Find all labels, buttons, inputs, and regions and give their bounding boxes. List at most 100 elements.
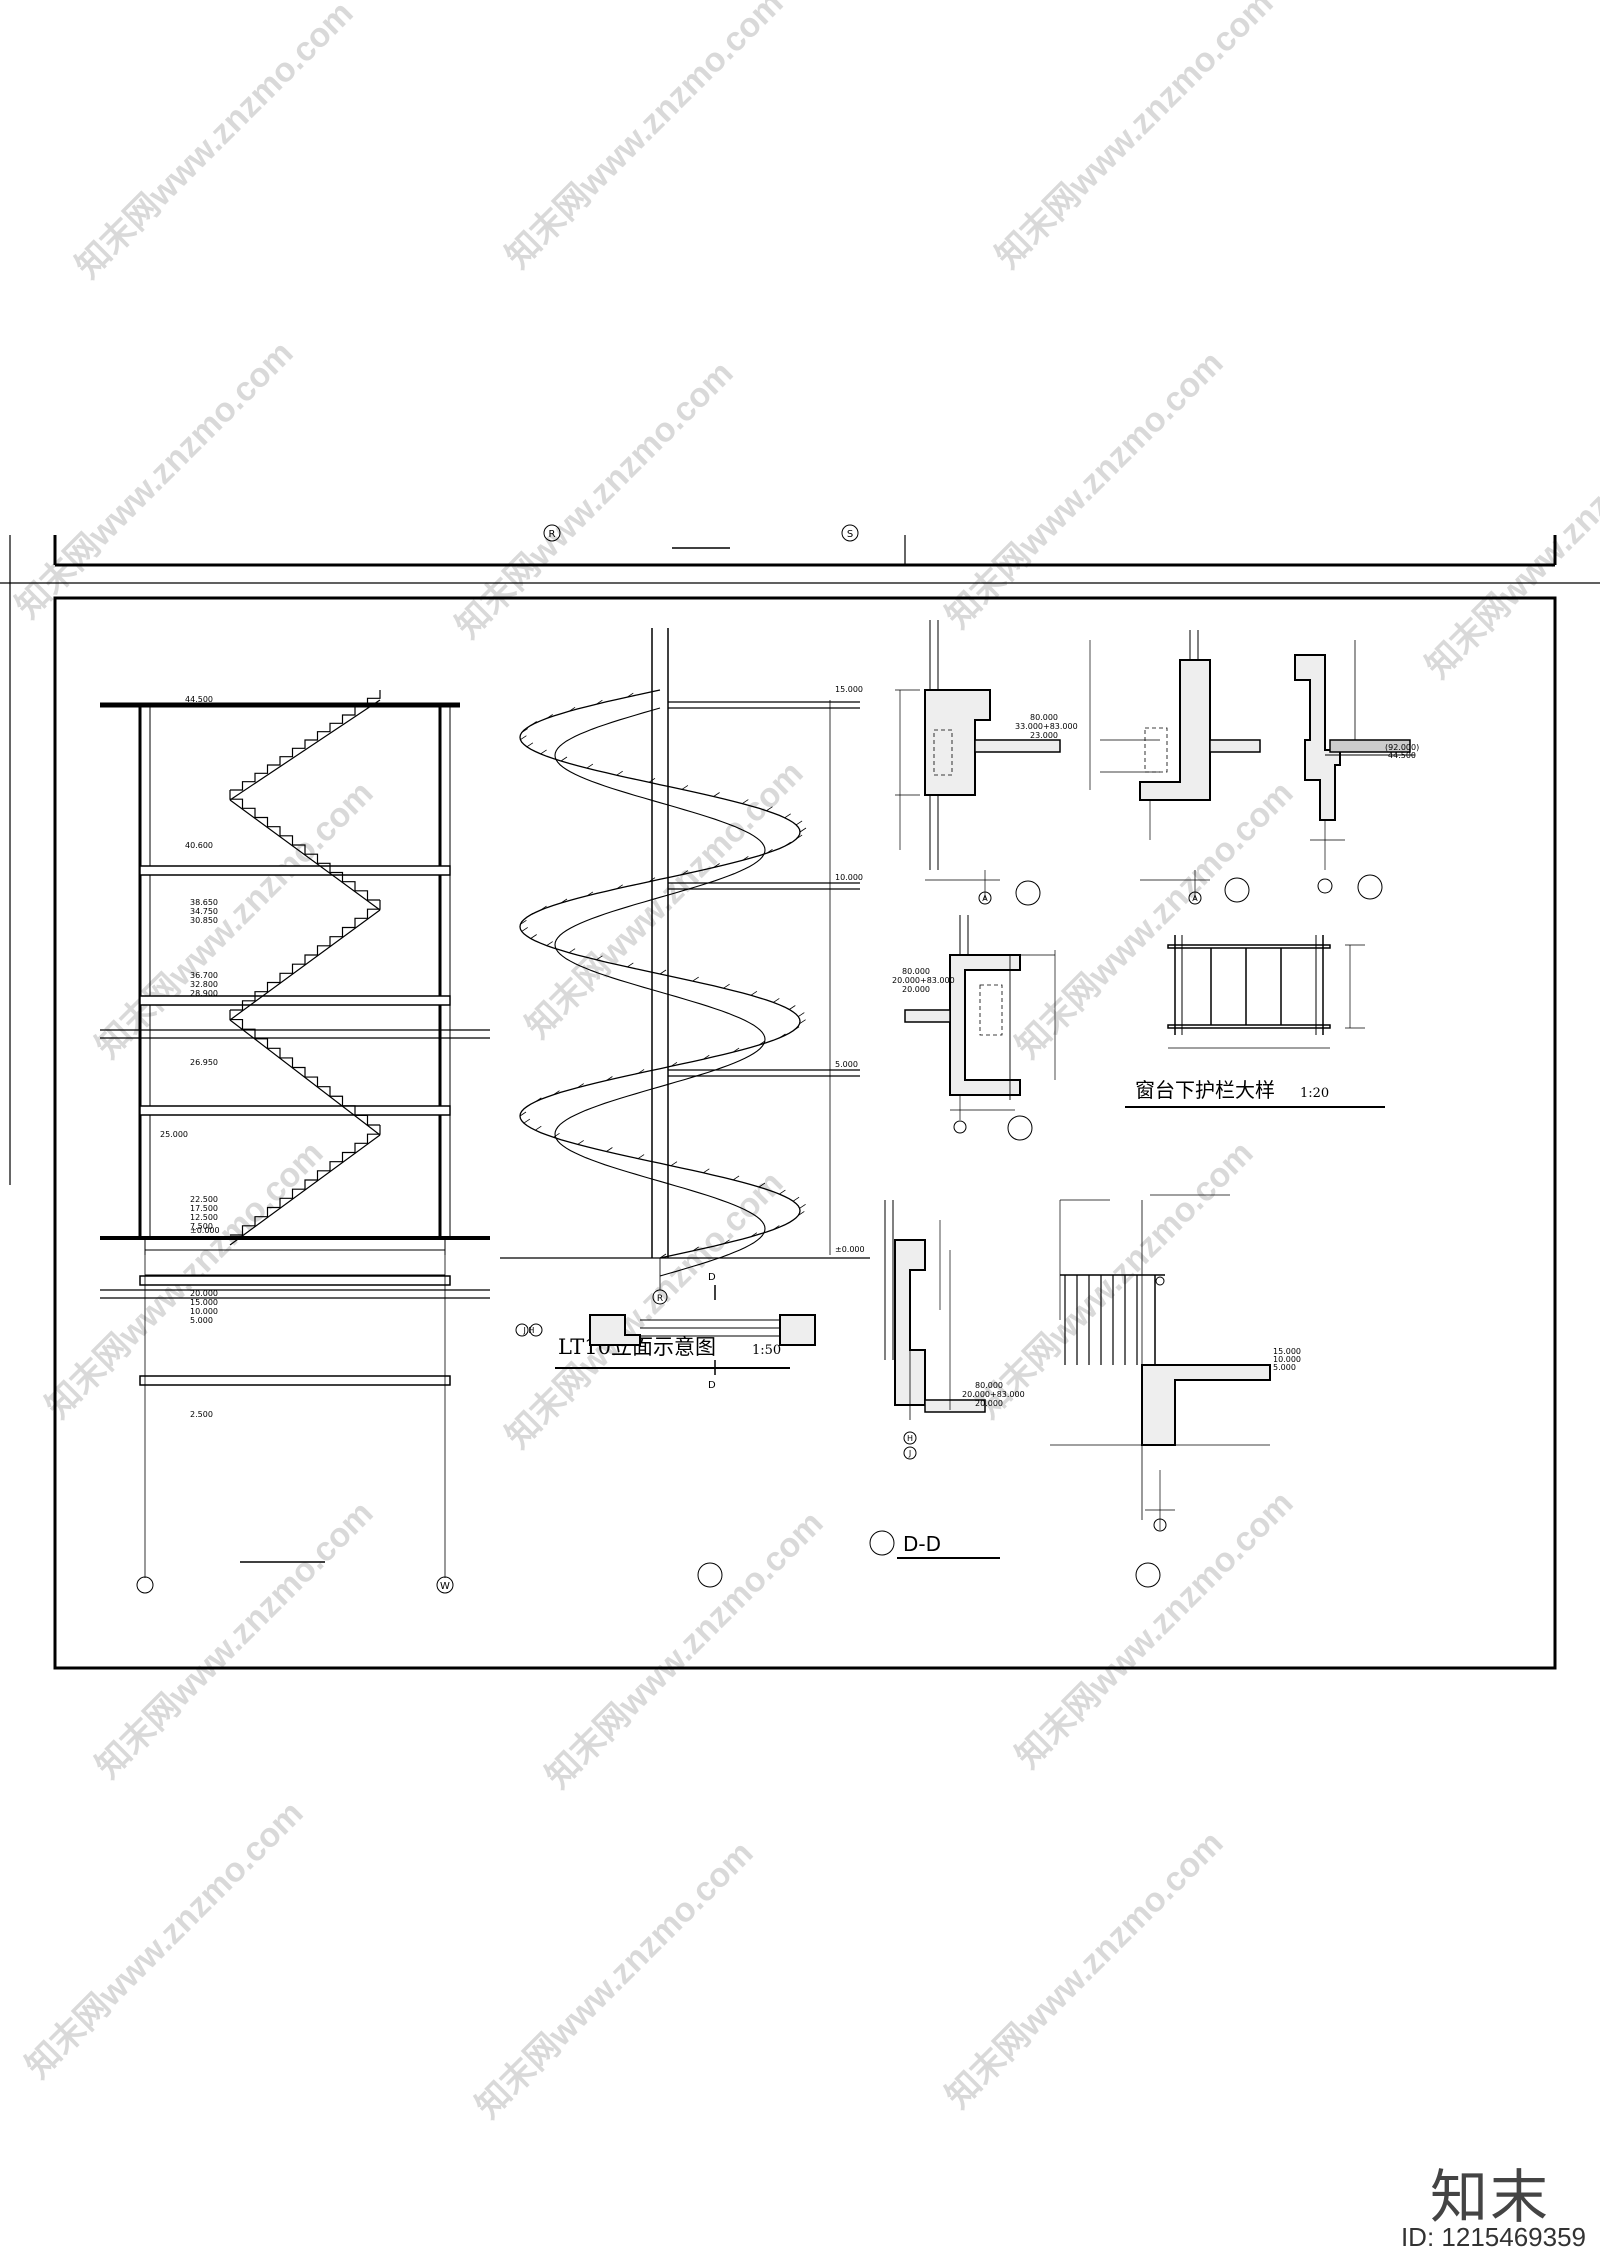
section-stair-soffit [229,1019,381,1136]
elevation-step [779,1033,786,1039]
plan-cut-top: D [708,1272,716,1283]
detail-2-axis: A [1188,891,1202,905]
elevation-step [637,1069,645,1074]
elevation-step [750,1232,758,1238]
watermark-text: 知末网www.znzmo.com [969,1134,1261,1426]
section-level-label: 44.500 [185,695,213,704]
elevation-step [523,1118,531,1124]
elevation-step [637,1154,645,1159]
watermark-text: 知末网www.znzmo.com [469,1834,761,2126]
section-level-label: 30.850 [190,916,218,925]
detail-3-level-b: 44.500 [1388,751,1416,760]
detail-4-level-b: 20.000+83.000 [892,976,955,985]
elevation-step [703,1168,710,1174]
rail-level-c: 5.000 [1273,1363,1296,1372]
section-floor-slab [139,995,451,1006]
elevation-step [519,1111,527,1117]
elevation-step [732,1047,740,1053]
watermark-text: 知末网www.znzmo.com [69,0,361,286]
section-level-label: 36.700 [190,971,218,980]
dd-section [884,1200,986,1420]
section-level-label: 17.500 [190,1204,218,1213]
section-level-label: 28.900 [190,989,218,998]
elevation-step [560,756,568,762]
section-axis-w-label: W [440,1581,450,1592]
elevation-step [773,1225,780,1230]
watermark-text: 知末网www.znzmo.com [89,774,381,1066]
rail-levels: 15.000 10.000 5.000 [1273,1347,1301,1372]
detail-1-levels: 80.000 33.000+83.000 23.000 [1015,713,1078,740]
section-level-label: 10.000 [190,1307,218,1316]
elevation-step [723,1239,730,1245]
top-axis-r-label: R [549,529,556,540]
section-floor-slab [139,1105,451,1116]
elevation-step [659,969,667,975]
plan-axis-marker: J H [515,1323,543,1337]
spiral-elevation [500,628,870,1290]
dd-axis-h: H [903,1431,917,1445]
watermark-text: 知末网www.znzmo.com [539,1504,831,1796]
elevation-step [560,898,568,904]
section-level-label: 2.500 [190,1410,213,1419]
watermark-text: 知末网www.znzmo.com [499,1164,791,1456]
elevation-step [568,948,576,954]
elevation-level-label: 10.000 [835,873,863,882]
watermark-text: 知末网www.znzmo.com [9,334,301,626]
dd-axis-h-label: H [907,1434,913,1443]
top-axis-s: S [841,524,859,542]
section-stair-flight [230,900,381,1011]
elevation-step [526,912,534,918]
elevation-step [670,1161,678,1167]
elevation-step [520,919,527,925]
elevation-step [553,1132,560,1138]
elevation-step [732,1175,740,1181]
section-level-label: 12.500 [190,1213,218,1222]
elevation-step [523,1104,531,1110]
section-level-label: 40.600 [185,841,213,850]
elevation-step [627,962,634,968]
elevation-step [779,1189,786,1195]
section-stair-soffit [229,699,381,801]
section-stair-flight [229,1010,380,1126]
top-axis-r: R [543,524,561,542]
elevation-step [798,1211,805,1216]
elevation-step [784,813,791,819]
detail-3 [1294,640,1415,870]
section-level-label: 5.000 [190,1316,213,1325]
detail-1-axis: A [978,891,992,905]
watermark-text: 知末网www.znzmo.com [1419,394,1600,686]
elevation-step [681,870,689,875]
section-stair-flight [230,690,381,791]
elevation-step [758,1040,766,1046]
plan-detail [589,1285,816,1375]
elevation-step [606,1147,613,1152]
rail-level-b: 10.000 [1273,1355,1301,1364]
brand-logo: 知末 [1429,2163,1550,2231]
watermark-text: 知末网www.znzmo.com [1009,774,1301,1066]
detail-1-level-a: 80.000 [1030,713,1058,722]
elevation-step [692,1246,699,1252]
top-axis-s-label: S [847,529,853,540]
rail-index-circle [1135,1562,1161,1588]
detail-3-index-circle [1357,874,1383,900]
elevation-axis-r-label: R [657,1294,663,1304]
elevation-step [553,1090,560,1096]
elevation-step [798,1012,805,1017]
section-level-label: 25.000 [160,1130,188,1139]
section-axis-left [136,1576,154,1594]
section-floor-slab [139,1275,451,1286]
elevation-step [799,827,807,833]
section-level-label: 20.000 [190,1289,218,1298]
detail-3-level-a: (92.000) [1385,743,1419,752]
section-level-label: 15.000 [190,1298,218,1307]
plan-cut-bottom: D [708,1380,716,1391]
elevation-step [742,799,749,804]
detail-4-axis [953,1120,967,1134]
elevation-step [692,976,699,982]
section-level-label: 38.650 [190,898,218,907]
stair-section [100,690,490,1578]
image-id: ID: 1215469359 [1400,2222,1586,2252]
elevation-step [530,721,537,726]
watermark-text: 知末网www.znzmo.com [19,1794,311,2086]
